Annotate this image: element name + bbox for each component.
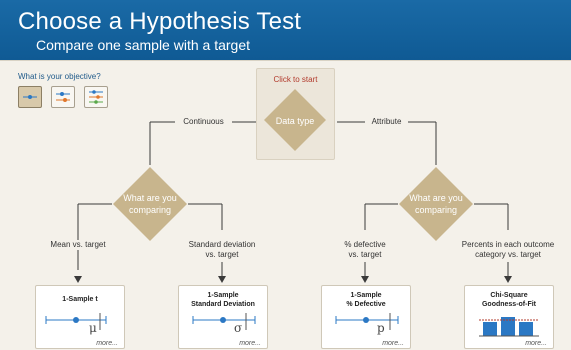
percents-vs-target-label: Percents in each outcome category vs. ta… — [456, 240, 560, 260]
mean-plot-icon — [45, 313, 107, 330]
comparing-label-line2: comparing — [414, 205, 458, 215]
card-title-line2: % Defective — [346, 301, 386, 308]
card-title-line2: Goodness-of-Fit — [481, 301, 537, 308]
card-1-sample-t[interactable]: 1-Sample t μ more... — [35, 285, 125, 349]
card-title-line1: 1-Sample — [207, 292, 239, 299]
sigma-symbol: σ — [234, 321, 243, 335]
left-comparing-node[interactable]: What are you comparing — [112, 166, 188, 242]
card-title: 1-Sample t — [62, 296, 98, 303]
stdev-plot-icon — [192, 313, 256, 330]
more-link[interactable]: more... — [239, 340, 261, 347]
defective-line1: % defective — [344, 240, 386, 249]
more-link[interactable]: more... — [96, 340, 118, 347]
percents-line2: category vs. target — [475, 250, 541, 259]
defective-line2: vs. target — [348, 250, 382, 259]
attribute-label: Attribute — [371, 117, 402, 126]
more-link[interactable]: more... — [525, 340, 547, 347]
stdev-vs-target-label: Standard deviation vs. target — [180, 240, 264, 260]
comparing-label-line1: What are you — [123, 193, 177, 203]
mu-symbol: μ — [89, 321, 97, 335]
more-link[interactable]: more... — [382, 340, 404, 347]
proportion-plot-icon — [335, 313, 399, 330]
multiple-samples-button[interactable] — [84, 86, 108, 108]
card-1-sample-defective[interactable]: 1-Sample % Defective p more... — [321, 285, 411, 349]
comparing-label-line1: What are you — [409, 193, 463, 203]
mean-vs-target-label: Mean vs. target — [38, 240, 118, 250]
click-to-start-label: Click to start — [273, 75, 318, 84]
page-title: Choose a Hypothesis Test — [18, 8, 302, 35]
card-title-line1: 1-Sample — [350, 292, 382, 299]
card-title-line2: Standard Deviation — [191, 301, 255, 308]
continuous-label: Continuous — [183, 117, 224, 126]
diamond-shape — [113, 167, 187, 241]
header-banner: Choose a Hypothesis Test Compare one sam… — [0, 0, 571, 60]
data-type-label: Data type — [275, 116, 315, 126]
card-1-sample-stdev[interactable]: 1-Sample Standard Deviation σ more... — [178, 285, 268, 349]
right-comparing-node[interactable]: What are you comparing — [398, 166, 474, 242]
defective-vs-target-label: % defective vs. target — [330, 240, 400, 260]
data-type-node[interactable]: Data type — [263, 88, 327, 152]
page-subtitle: Compare one sample with a target — [36, 37, 250, 53]
stdev-line1: Standard deviation — [188, 240, 256, 249]
card-chi-square[interactable]: Chi-Square Goodness-of-Fit more... — [464, 285, 554, 349]
p-symbol: p — [377, 321, 385, 335]
one-sample-button[interactable] — [18, 86, 42, 108]
two-samples-button[interactable] — [51, 86, 75, 108]
card-title: 1-Sample % Defective — [322, 291, 410, 309]
multiple-samples-icon — [89, 90, 103, 104]
percents-line1: Percents in each outcome — [461, 240, 555, 249]
stdev-line2: vs. target — [205, 250, 239, 259]
card-title-line1: Chi-Square — [490, 292, 528, 299]
two-samples-icon — [56, 92, 70, 102]
comparing-label-line2: comparing — [128, 205, 172, 215]
diamond-shape — [399, 167, 473, 241]
card-title: Chi-Square Goodness-of-Fit — [465, 291, 553, 309]
bar-chart-icon — [479, 317, 539, 337]
one-sample-icon — [23, 95, 37, 99]
objective-label: What is your objective? — [18, 72, 101, 81]
card-title: 1-Sample Standard Deviation — [179, 291, 267, 309]
diamond-shape — [264, 89, 326, 151]
